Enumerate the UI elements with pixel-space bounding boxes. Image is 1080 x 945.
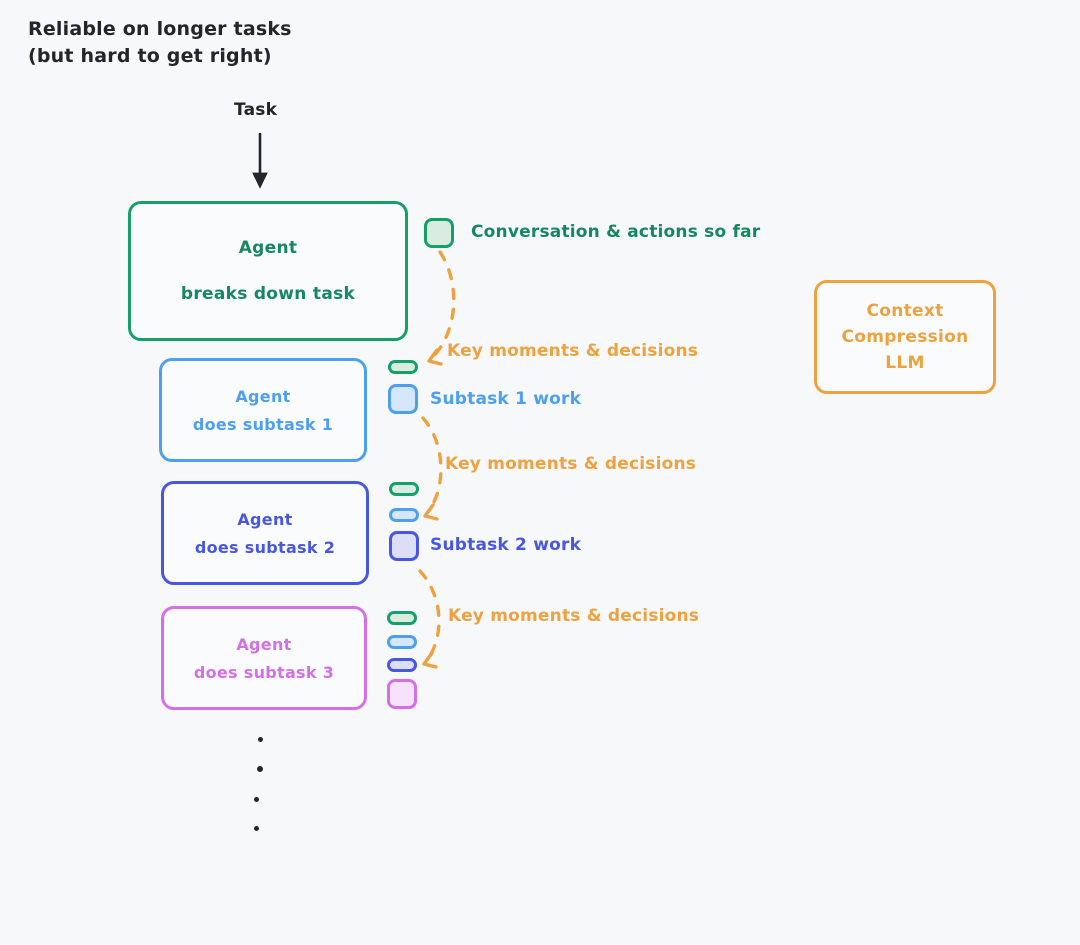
agent-box-main-line-2: breaks down task xyxy=(180,284,356,304)
context-chip-indigo-compressed[interactable] xyxy=(387,658,417,672)
context-chip-indigo-full[interactable] xyxy=(389,531,419,561)
agent-box-subtask-1[interactable]: Agent does subtask 1 xyxy=(159,358,367,462)
agent-box-sub3-line-1: Agent xyxy=(236,634,292,654)
ellipsis-dot xyxy=(254,797,259,802)
context-compression-llm-box[interactable]: Context Compression LLM xyxy=(814,280,996,394)
agent-box-sub3-line-2: does subtask 3 xyxy=(193,662,335,682)
agent-box-sub1-line-2: does subtask 1 xyxy=(192,414,334,434)
agent-box-subtask-2[interactable]: Agent does subtask 2 xyxy=(161,481,369,585)
label-key-moments-1: Key moments & decisions xyxy=(447,341,699,361)
page-title-line-2: (but hard to get right) xyxy=(28,44,272,67)
context-chip-blue-compressed-1[interactable] xyxy=(389,508,419,522)
context-chip-green-full[interactable] xyxy=(424,218,454,248)
agent-box-main-line-1: Agent xyxy=(238,238,298,258)
ellipsis-dot xyxy=(257,766,263,772)
context-box-line-1: Context xyxy=(866,301,944,321)
agent-box-sub2-line-1: Agent xyxy=(237,509,293,529)
context-chip-green-compressed-2[interactable] xyxy=(389,482,419,496)
context-box-line-3: LLM xyxy=(885,353,925,373)
agent-box-subtask-3[interactable]: Agent does subtask 3 xyxy=(161,606,367,710)
agent-box-breaks-down-task[interactable]: Agent breaks down task xyxy=(128,201,408,341)
compression-curve-3 xyxy=(418,569,441,669)
label-key-moments-3: Key moments & decisions xyxy=(448,606,700,626)
ellipsis-dot xyxy=(258,737,263,742)
agent-box-sub1-line-1: Agent xyxy=(235,386,291,406)
label-subtask-1-work: Subtask 1 work xyxy=(430,389,582,409)
label-conversation-and-actions: Conversation & actions so far xyxy=(471,222,761,242)
task-label: Task xyxy=(234,100,278,120)
context-box-line-2: Compression xyxy=(841,327,969,347)
page-title-line-1: Reliable on longer tasks xyxy=(28,18,292,40)
label-subtask-2-work: Subtask 2 work xyxy=(430,535,582,555)
ellipsis-dot xyxy=(254,826,259,831)
context-chip-green-compressed-3[interactable] xyxy=(387,611,417,625)
context-chip-green-compressed-1[interactable] xyxy=(388,360,418,374)
context-chip-blue-compressed-2[interactable] xyxy=(387,635,417,649)
page-title: Reliable on longer tasks (but hard to get… xyxy=(28,16,292,70)
compression-curve-1 xyxy=(427,250,456,366)
context-chip-blue-full[interactable] xyxy=(388,384,418,414)
compression-curve-2 xyxy=(421,416,443,521)
label-key-moments-2: Key moments & decisions xyxy=(445,454,697,474)
agent-box-sub2-line-2: does subtask 2 xyxy=(194,537,336,557)
context-chip-pink-full[interactable] xyxy=(387,679,417,709)
